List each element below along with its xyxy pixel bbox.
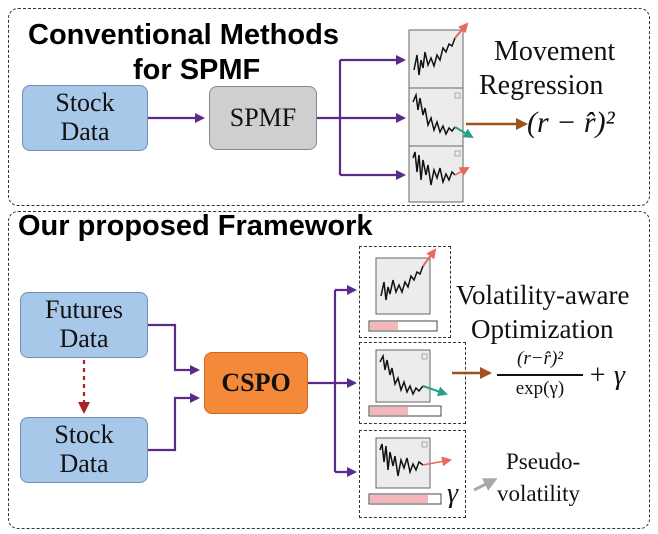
spmf-box: SPMF	[209, 86, 317, 150]
mse-formula: (r − r̂)²	[527, 106, 615, 139]
loss-numerator: (r−r̂)²	[517, 348, 563, 369]
loss-denominator: exp(γ)	[515, 378, 565, 399]
stock-data-bottom-line1: Stock	[54, 420, 114, 450]
futures-data-box: Futures Data	[20, 292, 148, 358]
loss-tail: + γ	[588, 360, 625, 391]
gamma-symbol: γ	[447, 478, 459, 509]
volatility-aware-line1: Volatility-aware	[456, 280, 630, 310]
top-arrows	[148, 55, 406, 180]
stock-data-top-line2: Data	[60, 117, 110, 146]
top-chart-1	[408, 22, 469, 89]
stock-data-top-line1: Stock	[55, 88, 115, 118]
chart-frame-1	[359, 246, 451, 338]
proposed-framework-panel	[8, 211, 650, 529]
bottom-chart-3	[368, 437, 452, 505]
pseudo-volatility-pointer	[473, 478, 498, 492]
movement-regression-line1: Movement	[494, 36, 616, 67]
bottom-title: Our proposed Framework	[18, 210, 373, 242]
chart-frame-3	[359, 430, 466, 518]
stock-data-box-bottom: Stock Data	[20, 417, 148, 483]
bottom-input-arrows	[148, 285, 357, 477]
spmf-box-label: SPMF	[229, 102, 297, 132]
bottom-chart-1	[368, 248, 438, 332]
movement-regression-line2: Regression	[479, 70, 604, 101]
pseudo-volatility-line1: Pseudo-	[506, 449, 581, 474]
cspo-box-label: CSPO	[221, 367, 291, 397]
top-chart-2	[408, 87, 474, 147]
loss-fraction-bar	[497, 374, 583, 376]
futures-data-line1: Futures	[45, 295, 123, 325]
top-title-line1: Conventional Methods	[28, 19, 339, 51]
stock-data-bottom-line2: Data	[59, 449, 109, 478]
conventional-methods-panel	[8, 8, 650, 206]
futures-data-line2: Data	[59, 324, 109, 353]
cspo-box: CSPO	[204, 352, 308, 414]
top-chart-3	[408, 145, 470, 203]
stock-data-box-top: Stock Data	[22, 85, 148, 151]
volatility-aware-line2: Optimization	[471, 314, 614, 344]
top-title-line2: for SPMF	[133, 54, 261, 86]
chart-frame-2	[359, 342, 466, 424]
bottom-chart-2	[368, 349, 448, 417]
pseudo-volatility-line2: volatility	[497, 481, 581, 506]
